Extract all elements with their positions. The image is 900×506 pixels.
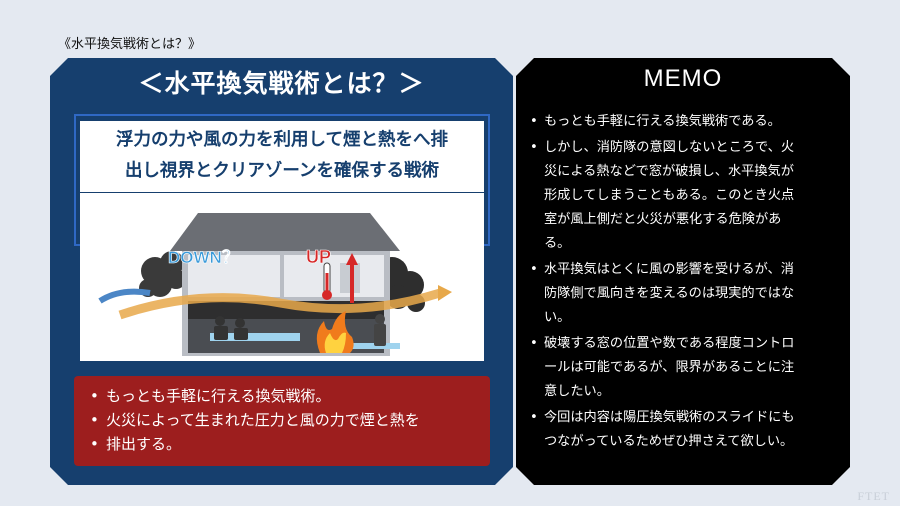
memo-line: 防隊側で風向きを変えるのは現実的ではな [544, 286, 795, 301]
fire-icon [317, 311, 354, 353]
summary-box: もっとも手軽に行える換気戦術。 火災によって生まれた圧力と風の力で煙と熱を 排出… [74, 376, 490, 466]
memo-line: 今回は内容は陽圧換気戦術のスライドにも [544, 410, 795, 425]
cool-air-arrow [100, 292, 150, 301]
memo-line: 破壊する窓の位置や数である程度コントロ [544, 336, 795, 351]
firefighter-right-icon [374, 314, 386, 346]
breadcrumb: 《水平換気戦術とは？》 [58, 37, 202, 52]
memo-item: 今回は内容は陽圧換気戦術のスライドにも つながっているためぜひ押さえて欲しい。 [524, 406, 840, 454]
memo-item: しかし、消防隊の意図しないところで、火 災による熱などで窓が破損し、水平換気が … [524, 136, 840, 256]
memo-line: る。 [544, 236, 571, 251]
house-illustration-svg: DOWN？ UP [80, 193, 484, 361]
memo-line: 災による熱などで窓が破損し、水平換気が [544, 164, 794, 179]
thermometer-icon [322, 263, 332, 300]
memo-line: しかし、消防隊の意図しないところで、火 [544, 140, 795, 155]
summary-item: 火災によって生まれた圧力と風の力で煙と熱を [88, 408, 480, 432]
summary-item: もっとも手軽に行える換気戦術。 [88, 384, 480, 408]
left-panel-title: ＜水平換気戦術とは？＞ [138, 69, 425, 98]
roof-shape [170, 213, 400, 251]
up-arrow-icon [346, 253, 358, 303]
memo-line: い。 [544, 310, 571, 325]
memo-panel: MEMO もっとも手軽に行える換気戦術である。 しかし、消防隊の意図しないところ… [516, 58, 850, 485]
memo-title: MEMO [643, 65, 723, 92]
left-panel: ＜水平換気戦術とは？＞ 浮力の力や風の力を利用して煙と熱をへ排 出し視界とクリア… [50, 58, 513, 485]
memo-item: 水平換気はとくに風の影響を受けるが、消 防隊側で風向きを変えるのは現実的ではな … [524, 258, 840, 330]
memo-line: 形成してしまうこともある。このとき火点 [544, 188, 795, 203]
airflow-arrow [120, 293, 440, 315]
memo-line: 水平換気はとくに風の影響を受けるが、消 [544, 262, 794, 277]
memo-line: もっとも手軽に行える換気戦術である。 [544, 114, 781, 129]
smoke-left-icon [139, 251, 186, 297]
memo-item: もっとも手軽に行える換気戦術である。 [524, 110, 840, 134]
watermark: FTET [857, 489, 890, 503]
description-line-2: 出し視界とクリアゾーンを確保する戦術 [124, 161, 440, 181]
memo-item: 破壊する窓の位置や数である程度コントロ ールは可能であるが、限界があることに注 … [524, 332, 840, 404]
firefighter-left-icon [214, 316, 248, 340]
house-ventilation-illustration: DOWN？ UP [80, 193, 484, 361]
description-box: 浮力の力や風の力を利用して煙と熱をへ排 出し視界とクリアゾーンを確保する戦術 [74, 114, 490, 246]
memo-list: もっとも手軽に行える換気戦術である。 しかし、消防隊の意図しないところで、火 災… [524, 110, 840, 456]
label-down: DOWN？ [168, 248, 239, 267]
memo-line: つながっているためぜひ押さえて欲しい。 [544, 434, 794, 449]
description-text: 浮力の力や風の力を利用して煙と熱をへ排 出し視界とクリアゾーンを確保する戦術 [80, 121, 484, 192]
memo-line: 意したい。 [544, 384, 610, 399]
summary-item-continuation: 排出する。 [88, 432, 480, 456]
description-line-1: 浮力の力や風の力を利用して煙と熱をへ排 [116, 130, 448, 150]
memo-line: 室が風上側だと火災が悪化する危険があ [544, 212, 782, 227]
summary-item-continuation-text: 排出する。 [106, 435, 182, 453]
label-up: UP [306, 247, 331, 267]
memo-line: ールは可能であるが、限界があることに注 [544, 360, 795, 375]
summary-list: もっとも手軽に行える換気戦術。 火災によって生まれた圧力と風の力で煙と熱を 排出… [88, 384, 480, 456]
